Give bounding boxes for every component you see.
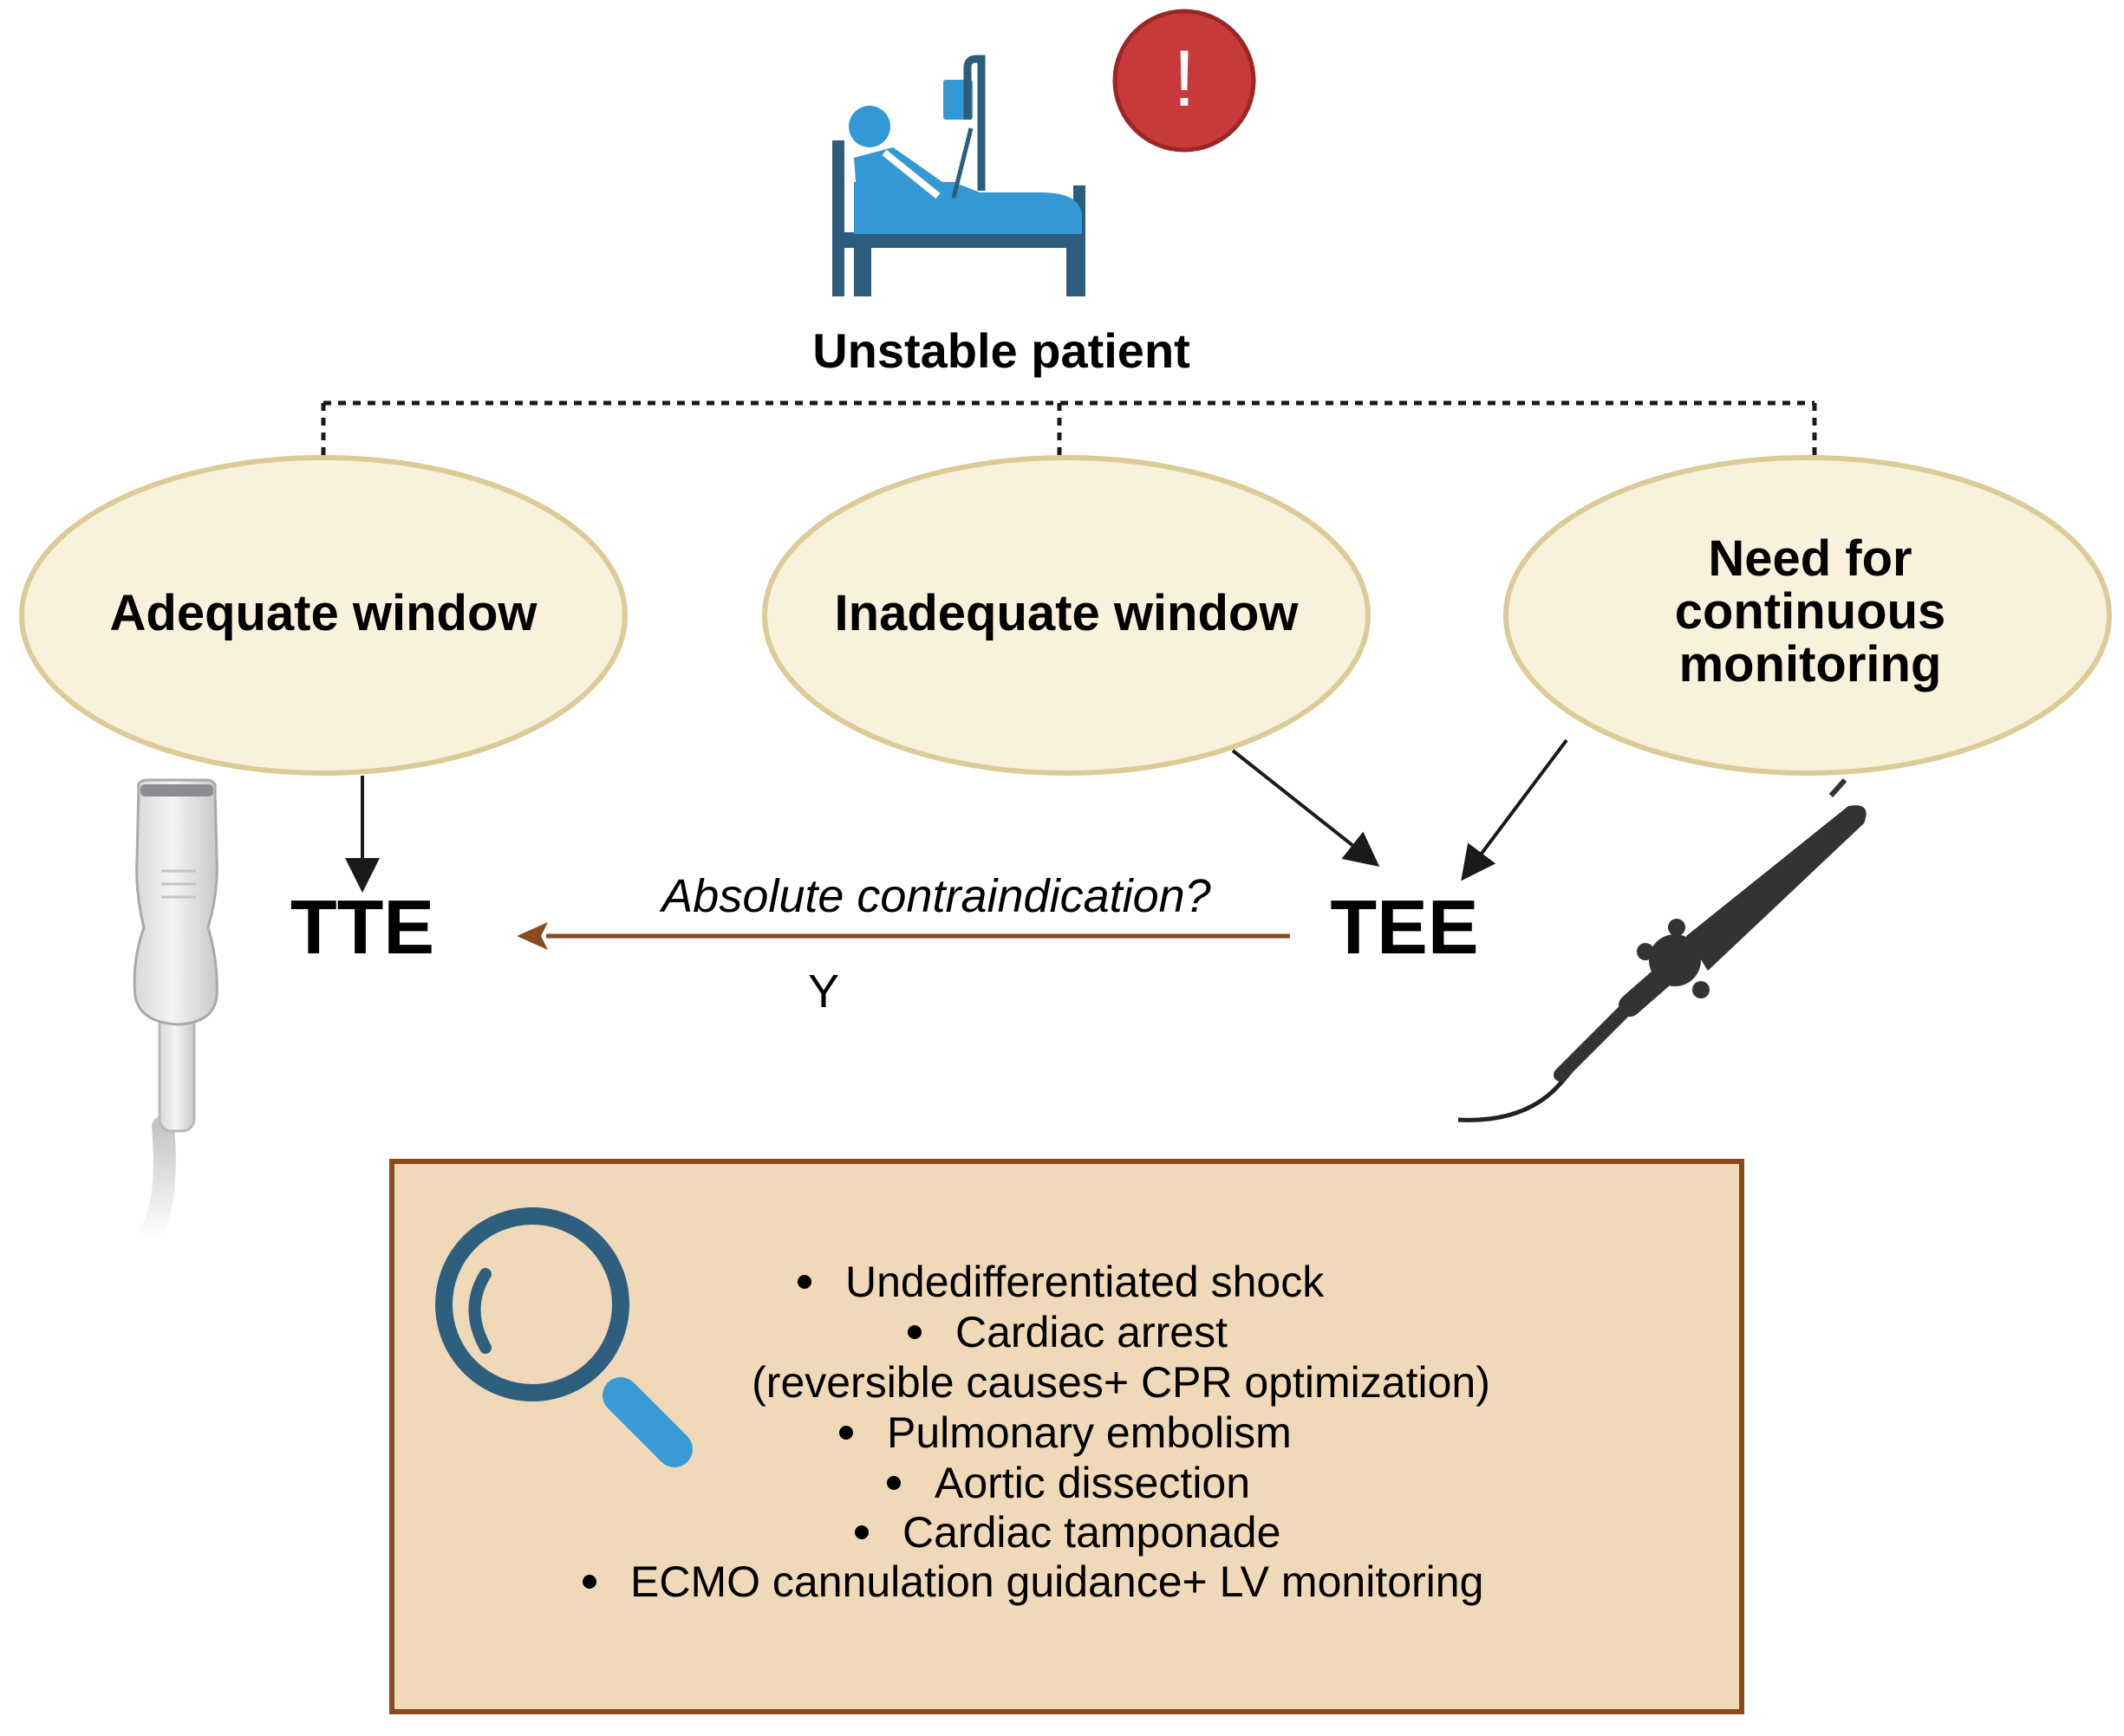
adequate-window-label: Adequate window [110, 585, 538, 641]
dotted-connector [321, 400, 1817, 458]
bullet [839, 1426, 853, 1440]
tte-label: TTE [290, 884, 434, 970]
indication-item: Cardiac tamponade [902, 1508, 1280, 1557]
root-label: Unstable patient [812, 323, 1190, 378]
tee-label: TEE [1330, 884, 1478, 970]
bullet [887, 1476, 901, 1490]
hospital-bed-patient-icon [832, 55, 1085, 296]
contraindication-arrowhead [517, 922, 548, 950]
bullet [908, 1325, 922, 1339]
arrow-monitoring-to-tee [1461, 738, 1568, 881]
tee-probe-icon [1457, 778, 1867, 1122]
indication-item: Pulmonary embolism [887, 1408, 1292, 1457]
bullet [855, 1525, 869, 1539]
alert-icon: ! [1112, 9, 1256, 153]
indication-item: Cardiac arrest [955, 1308, 1228, 1356]
contraindication-answer: Y [808, 966, 839, 1018]
indications-box [389, 1159, 1744, 1714]
contraindication-question: Absolute contraindication? [659, 870, 1210, 922]
inadequate-window-node [762, 455, 1371, 776]
bullet [583, 1575, 596, 1589]
indication-item: Undedifferentiated shock [845, 1258, 1325, 1306]
continuous-monitoring-label-line1: Need for [1708, 530, 1912, 587]
indication-item: ECMO cannulation guidance+ LV monitoring [630, 1557, 1483, 1606]
adequate-window-node [19, 455, 628, 776]
continuous-monitoring-label-line3: monitoring [1679, 636, 1942, 692]
arrow-inadequate-to-tee [1231, 749, 1380, 867]
continuous-monitoring-label-line2: continuous [1675, 583, 1946, 640]
bullet [798, 1275, 811, 1289]
indications-list: Undedifferentiated shock Cardiac arrest … [583, 1258, 1490, 1606]
alert-symbol: ! [1173, 35, 1196, 123]
magnifier-icon [435, 1207, 693, 1467]
ultrasound-probe-icon [133, 778, 218, 1251]
indication-item: (reversible causes+ CPR optimization) [752, 1358, 1490, 1407]
continuous-monitoring-node [1503, 455, 2112, 776]
inadequate-window-label: Inadequate window [835, 585, 1300, 641]
indication-item: Aortic dissection [935, 1459, 1250, 1507]
